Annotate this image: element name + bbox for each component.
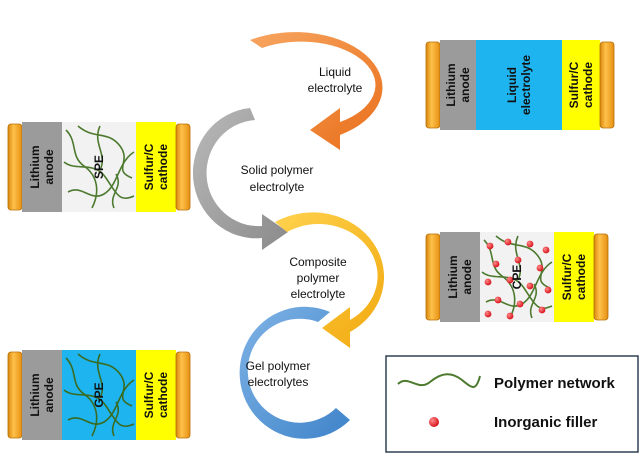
anode-segment xyxy=(440,40,476,130)
cycle-label-solid-2: electrolyte xyxy=(250,180,305,194)
cycle-label-liquid-2: electrolyte xyxy=(308,81,363,95)
cycle-label-composite-3: electrolyte xyxy=(291,287,346,301)
anode-segment xyxy=(440,232,480,322)
cycle-label-liquid-1: Liquid xyxy=(319,65,351,79)
legend-inorganic-filler: Inorganic filler xyxy=(494,414,598,431)
cycle-label-composite-2: polymer xyxy=(297,271,340,285)
cycle-label-gel-1: Gel polymer xyxy=(246,359,311,373)
left-cap xyxy=(7,351,23,439)
cathode-segment xyxy=(136,350,176,440)
electrolyte-label-1: Liquid xyxy=(505,67,519,103)
battery-cell-gpe: Lithium anode GPE Sulfur/C cathode xyxy=(7,350,191,440)
anode-segment xyxy=(22,350,62,440)
right-cap xyxy=(593,233,609,321)
polymer-network-swatch-icon xyxy=(397,373,481,388)
cycle-label-gel-2: electrolytes xyxy=(248,375,309,389)
cathode-label-1: Sulfur/C xyxy=(567,61,581,108)
gray-cycle-arrow xyxy=(192,108,288,250)
anode-label-1: Lithium xyxy=(444,63,458,106)
electrolyte-label-2: electrolyte xyxy=(519,55,533,115)
electrolyte-label: CPE xyxy=(510,265,524,290)
yellow-cycle-arrow xyxy=(275,212,385,348)
right-cap xyxy=(599,41,615,129)
cathode-label-1: Sulfur/C xyxy=(142,371,156,418)
inorganic-filler-swatch-icon xyxy=(429,417,439,427)
left-cap xyxy=(7,123,23,211)
legend: Polymer network Inorganic filler xyxy=(385,355,639,453)
cycle-label-solid-1: Solid polymer xyxy=(241,163,314,177)
cathode-segment xyxy=(136,122,176,212)
battery-cell-liquid: Lithium anode Liquid electrolyte Sulfur/… xyxy=(425,40,615,130)
electrolyte-label: SPE xyxy=(92,155,106,179)
anode-label-2: anode xyxy=(42,149,56,185)
anode-label-1: Lithium xyxy=(28,373,42,416)
right-cap xyxy=(175,351,191,439)
cathode-segment xyxy=(562,40,600,130)
legend-polymer-network: Polymer network xyxy=(494,375,616,392)
cycle-arrows xyxy=(192,32,385,439)
cycle-label-composite-1: Composite xyxy=(289,255,347,269)
anode-label-2: anode xyxy=(42,377,56,413)
polymer-network xyxy=(63,125,135,209)
anode-segment xyxy=(22,122,62,212)
cathode-label-2: cathode xyxy=(156,144,170,190)
left-cap xyxy=(425,41,441,129)
blue-cycle-arrow xyxy=(239,306,350,439)
right-cap xyxy=(175,123,191,211)
anode-label-1: Lithium xyxy=(446,255,460,298)
battery-cell-cpe: Lithium anode CPE Sulfur/C cathode xyxy=(425,232,609,322)
left-cap xyxy=(425,233,441,321)
cathode-segment xyxy=(554,232,594,322)
cathode-label-2: cathode xyxy=(156,372,170,418)
electrolyte-segment xyxy=(476,40,562,130)
orange-cycle-arrow xyxy=(250,32,383,150)
cathode-label-1: Sulfur/C xyxy=(142,143,156,190)
anode-label-2: anode xyxy=(460,259,474,295)
cathode-label-2: cathode xyxy=(581,62,595,108)
legend-box xyxy=(385,355,639,453)
anode-label-2: anode xyxy=(458,67,472,103)
polymer-network xyxy=(63,353,135,437)
battery-cell-spe: Lithium anode SPE Sulfur/C cathode xyxy=(7,122,191,212)
electrolyte-label: GPE xyxy=(92,382,106,407)
cathode-label-1: Sulfur/C xyxy=(560,253,574,300)
anode-label-1: Lithium xyxy=(28,145,42,188)
cathode-label-2: cathode xyxy=(574,254,588,300)
inorganic-fillers xyxy=(484,238,552,320)
